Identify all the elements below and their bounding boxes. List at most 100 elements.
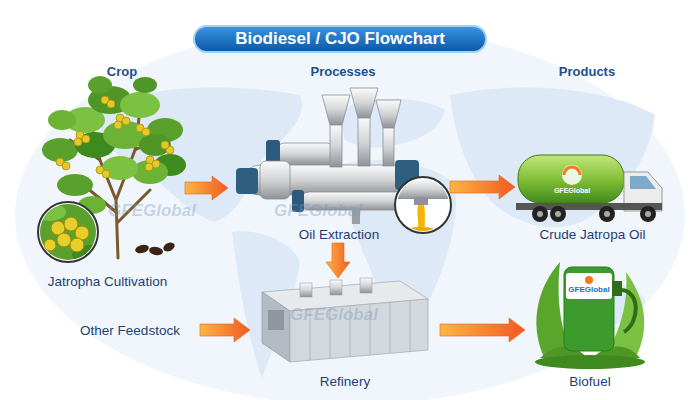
node-caption: Other Feedstock (80, 322, 180, 339)
product-node: Crude Jatropa Oil (515, 145, 670, 243)
fruit-inset-part (38, 202, 98, 262)
jatropha-plant-part-part (102, 170, 110, 178)
world-map-part (95, 87, 302, 222)
column-header: Products (559, 65, 615, 79)
fruit-inset-part-part (44, 217, 89, 252)
jatropha-plant-part-part (107, 100, 115, 108)
column-header: Processes (310, 65, 375, 79)
product-node: Biofuel (525, 255, 655, 390)
refinery-building-part (300, 283, 312, 297)
oil-inset-part (397, 179, 449, 237)
biofuel-pump-part (535, 355, 645, 369)
world-map-part (15, 25, 685, 400)
refinery-building-part (268, 310, 284, 330)
flow-arrow (440, 318, 525, 342)
jatropha-plant-part-part (142, 128, 150, 136)
jatropha-plant (42, 76, 186, 258)
oil-inset-part-part (414, 197, 428, 205)
tanker-truck-part-part (532, 206, 548, 222)
jatropha-plant-part-part (82, 135, 90, 143)
oil-press-machine-part (260, 161, 290, 199)
truck-logo-text: GFEGlobal (554, 187, 590, 195)
refinery-building-part (330, 280, 342, 295)
fruit-inset (34, 202, 108, 265)
tanker-truck-part (532, 206, 656, 222)
feedstock-node: Other Feedstock (60, 319, 200, 341)
jatropha-plant-part-part (122, 117, 130, 125)
jatropha-seeds-part (148, 246, 163, 256)
tanker-truck (516, 155, 662, 222)
tanker-truck-part-part (599, 206, 615, 222)
process-node: Oil Extraction (228, 88, 450, 243)
tanker-truck-part-part (550, 206, 566, 222)
process-node: Refinery (250, 278, 440, 390)
fruit-inset-part-part-part (70, 238, 84, 252)
oil-press-machine-part (376, 100, 401, 128)
biofuel-pump (535, 262, 645, 369)
biofuel-pump-part (622, 290, 636, 332)
biofuel-pump-part (585, 276, 593, 284)
jatropha-seeds (134, 241, 176, 256)
biofuel-pump-part (612, 281, 622, 296)
jatropha-plant-part-part (62, 162, 70, 170)
tanker-truck-part-part (537, 211, 543, 217)
watermark: GFEGlobal (108, 202, 196, 221)
jatropha-plant-part-part (74, 138, 82, 146)
biofuel-pump-part (566, 273, 612, 299)
tanker-truck-part-part (645, 211, 651, 217)
jatropha-seeds-part (162, 241, 176, 253)
tanker-truck-part (630, 176, 656, 189)
tanker-truck-part (518, 155, 624, 203)
jatropha-plant-part (120, 92, 160, 118)
refinery-building-part-part (390, 302, 391, 353)
column-header: Crop (107, 65, 137, 79)
oil-press-machine-part (383, 128, 394, 166)
pump-logo-text: GFEGlobal (568, 286, 609, 295)
watermark: GFEGlobal (290, 306, 378, 325)
node-caption: Refinery (320, 373, 370, 390)
flow-arrow (450, 175, 515, 199)
fruit-inset-part-part (34, 203, 66, 221)
tanker-truck-part-part (555, 211, 561, 217)
fruit-inset-part (34, 202, 108, 265)
refinery-building-part (290, 299, 428, 362)
jatropha-plant-part-part (114, 121, 122, 129)
oil-press-machine-part (330, 125, 342, 167)
refinery-building (262, 278, 428, 362)
node-caption: Crude Jatropa Oil (540, 226, 646, 243)
tanker-truck-part (562, 165, 582, 185)
refinery-building-part (262, 292, 290, 362)
flow-arrow (185, 176, 228, 200)
fruit-inset-part-part (38, 202, 98, 262)
oil-press-machine (236, 88, 419, 224)
tanker-truck-part (537, 211, 651, 217)
node-caption: Biofuel (569, 373, 610, 390)
jatropha-plant-part (48, 110, 76, 130)
crop-node: Jatropha Cultivation (30, 85, 185, 290)
oil-inset-part (395, 177, 451, 233)
jatropha-plant-part-part (161, 141, 169, 149)
fruit-inset-part-part-part (57, 233, 71, 247)
flow-arrow (326, 243, 350, 278)
node-caption: Oil Extraction (299, 226, 379, 243)
world-map (15, 25, 685, 400)
oil-press-machine-part (350, 88, 378, 118)
title-banner: Biodiesel / CJO Flowchart (193, 25, 487, 53)
refinery-building-part (360, 278, 372, 293)
jatropha-plant-part (56, 96, 174, 178)
oil-inset-part-part (403, 227, 439, 237)
tanker-truck-part (564, 167, 580, 175)
jatropha-plant-part-part (145, 163, 153, 171)
oil-inset-part-part (397, 179, 449, 199)
biofuel-pump-part (564, 267, 614, 351)
jatropha-plant-part (57, 174, 93, 196)
oil-inset (395, 177, 451, 237)
watermark: GFEGlobal (274, 202, 362, 221)
fruit-inset-part-part-part (44, 239, 56, 251)
oil-press-machine-part (236, 168, 258, 194)
flow-arrow (200, 318, 250, 342)
oil-press-machine-part (322, 95, 350, 125)
